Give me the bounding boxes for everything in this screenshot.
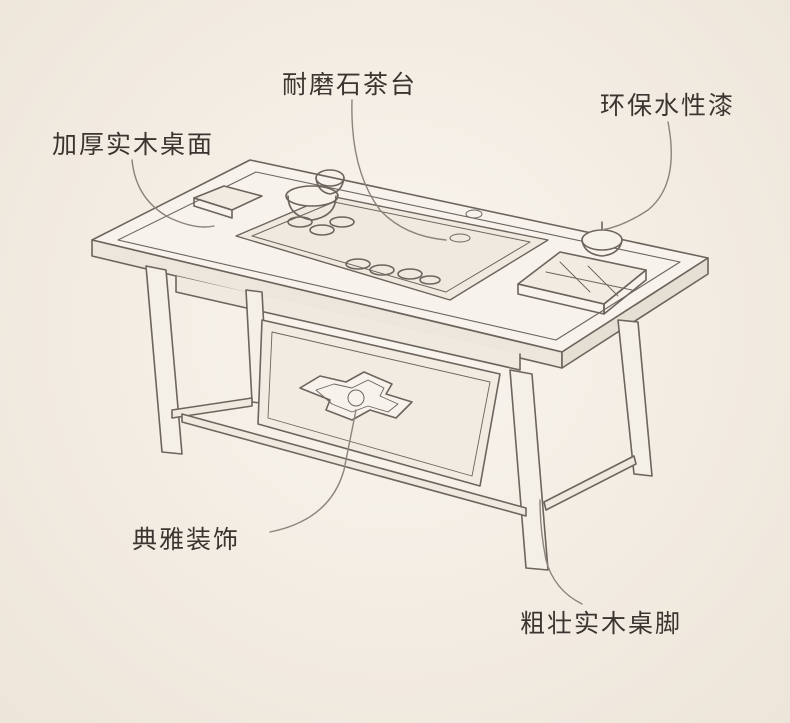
callout-stone-tray bbox=[351, 99, 447, 241]
label-stone-tray: 耐磨石茶台 bbox=[282, 70, 418, 99]
label-legs: 粗壮实木桌脚 bbox=[520, 609, 683, 638]
leg-front-right bbox=[509, 369, 549, 571]
callout-top-surface bbox=[131, 159, 215, 228]
callout-paint bbox=[601, 121, 672, 231]
label-eco-paint: 环保水性漆 bbox=[600, 91, 736, 120]
label-top-surface: 加厚实木桌面 bbox=[52, 130, 215, 159]
leg-front-left bbox=[145, 265, 183, 455]
label-decoration: 典雅装饰 bbox=[132, 525, 241, 554]
callout-legs bbox=[539, 499, 583, 605]
stone-tray bbox=[235, 195, 549, 301]
decorative-motif bbox=[299, 371, 413, 421]
leg-back-right bbox=[617, 319, 653, 477]
callout-decoration bbox=[269, 409, 357, 533]
